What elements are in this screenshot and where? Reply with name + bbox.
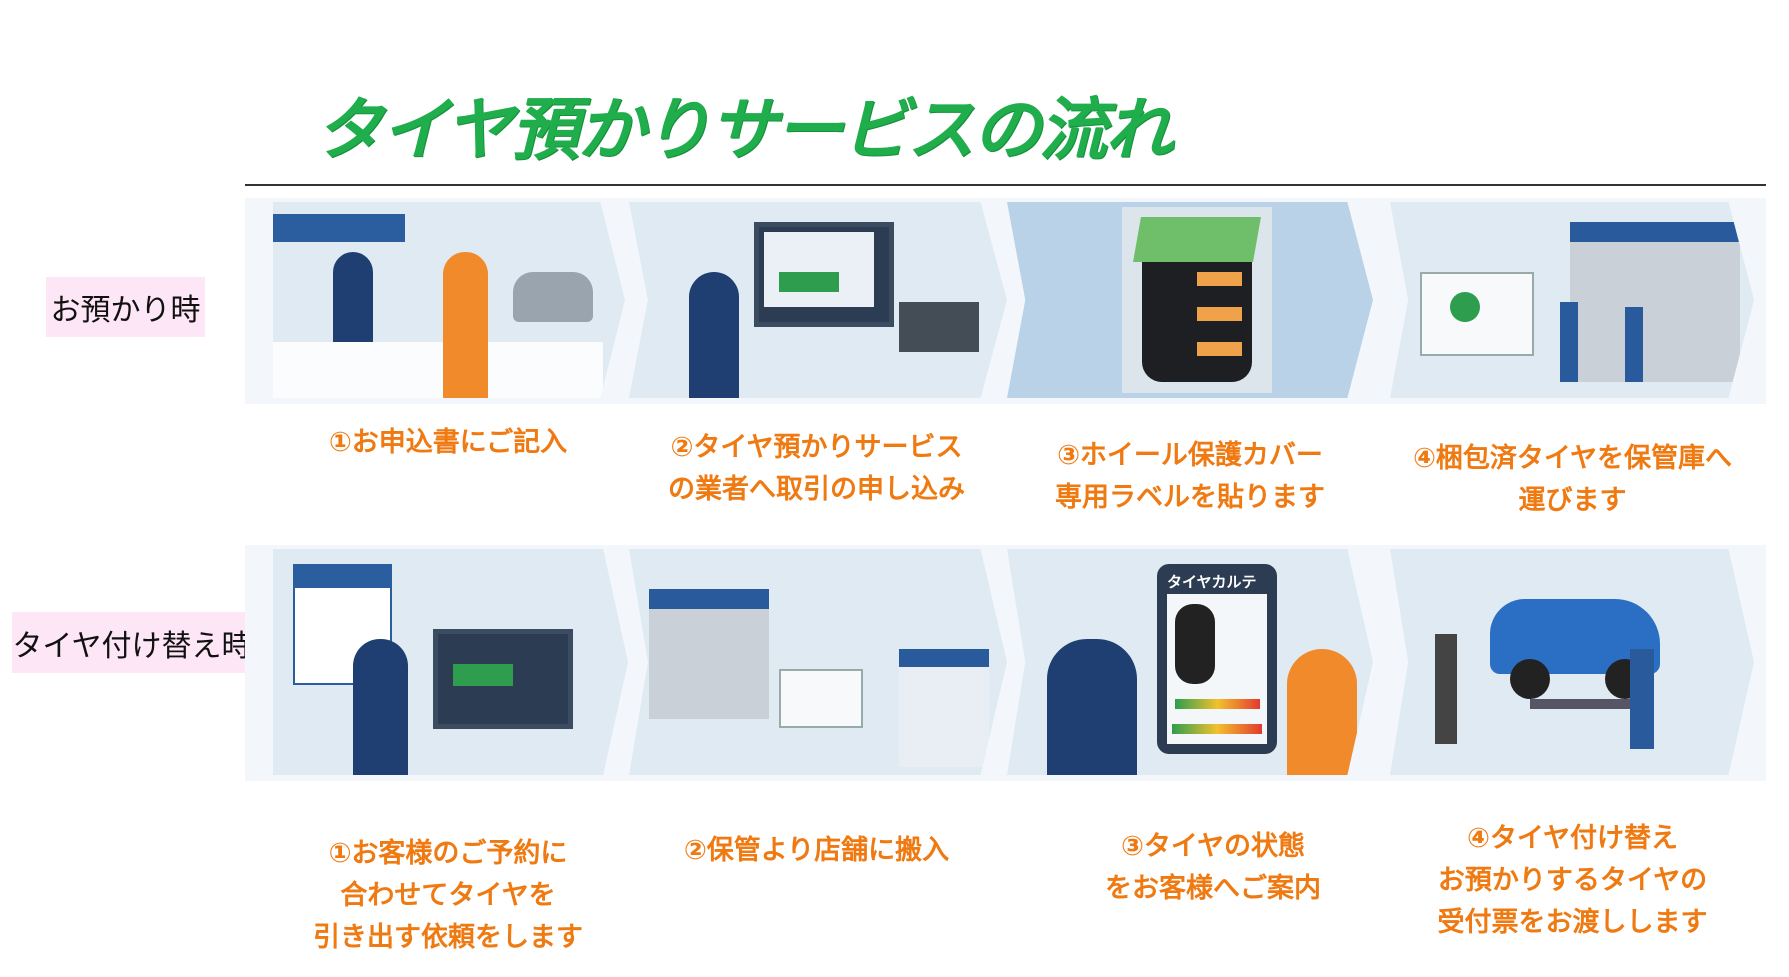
- illustration-transport-to-store: [629, 549, 1007, 775]
- illustration-application-form: [273, 202, 625, 398]
- step-caption: ④梱包済タイヤを保管庫へ運びます: [1412, 443, 1733, 516]
- step-caption: ①お客様のご予約に合わせてタイヤを引き出す依頼をします: [313, 838, 583, 953]
- step-caption: ①お申込書にご記入: [328, 427, 568, 458]
- illustration-tire-condition-report: タイヤカルテ: [1007, 549, 1373, 775]
- step-caption: ③ホイール保護カバー専用ラベルを貼ります: [1055, 440, 1325, 513]
- row-label-replacement: タイヤ付け替え時: [12, 612, 252, 673]
- illustration-warehouse-delivery: [1390, 202, 1754, 398]
- tablet-heading: タイヤカルテ: [1167, 573, 1257, 591]
- illustration-reservation-request: [273, 549, 628, 775]
- illustration-online-request: [629, 202, 1007, 398]
- row-replacement-strip: タイヤカルテ: [245, 545, 1766, 781]
- step-caption: ③タイヤの状態をお客様へご案内: [1105, 831, 1321, 904]
- step-caption: ④タイヤ付け替えお預かりするタイヤの受付票をお渡しします: [1437, 823, 1708, 938]
- row-storage-strip: [245, 198, 1766, 404]
- page-title: タイヤ預かりサービスの流れ: [315, 91, 1173, 170]
- row-label-storage: お預かり時: [46, 277, 205, 337]
- step-caption: ②タイヤ預かりサービスの業者へ取引の申し込み: [668, 432, 965, 505]
- illustration-tire-replacement: [1390, 549, 1754, 775]
- title-divider: [245, 184, 1766, 186]
- illustration-wheel-cover-label: [1007, 202, 1373, 398]
- step-caption: ②保管より店舗に搬入: [683, 835, 950, 866]
